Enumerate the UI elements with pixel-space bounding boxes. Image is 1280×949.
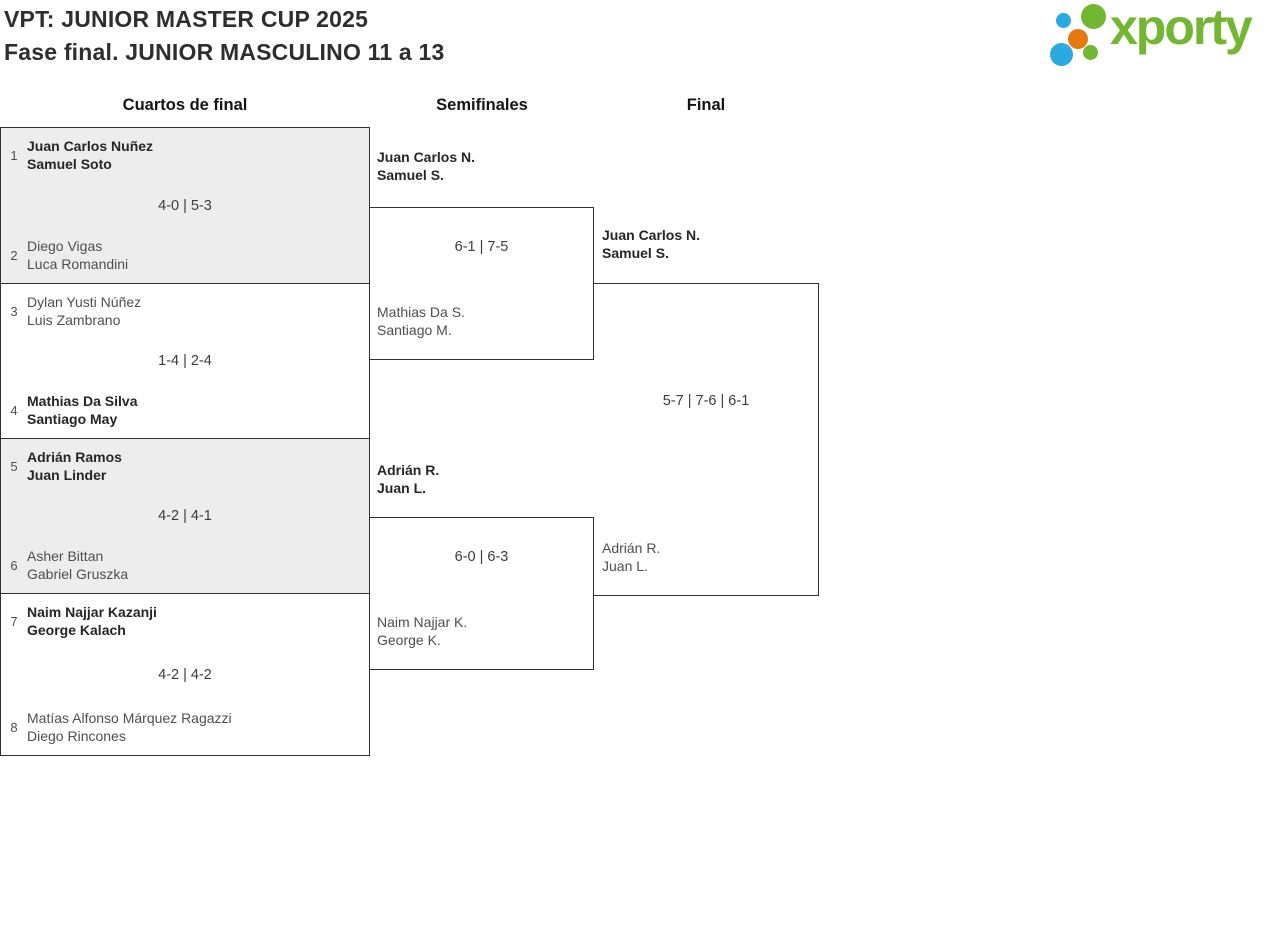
sf1-losing-team: Mathias Da S. Santiago M. xyxy=(377,303,465,339)
quarterfinals-column: 1 Juan Carlos Nuñez Samuel Soto 4-0 | 5-… xyxy=(0,127,370,756)
team-name-line: Naim Najjar Kazanji xyxy=(27,604,157,620)
match-score: 6-1 | 7-5 xyxy=(454,239,509,255)
seed-label: 4 xyxy=(10,402,18,418)
team-name-line: Samuel Soto xyxy=(27,156,112,172)
round-header-semifinales: Semifinales xyxy=(436,96,528,114)
page-title: VPT: JUNIOR MASTER CUP 2025 xyxy=(4,6,369,32)
team-name-line: Juan Linder xyxy=(27,467,107,483)
team-name-line: Mathias Da S. xyxy=(377,304,465,320)
team-name-line: George Kalach xyxy=(27,622,126,638)
team-name-line: Juan Carlos Nuñez xyxy=(27,138,154,154)
qf-match-3[interactable]: 5 Adrián Ramos Juan Linder 4-2 | 4-1 6 A… xyxy=(1,439,369,594)
qf-match-1[interactable]: 1 Juan Carlos Nuñez Samuel Soto 4-0 | 5-… xyxy=(1,128,369,284)
team-name-line: Adrián Ramos xyxy=(27,449,122,465)
team-name-line: Juan Carlos N. xyxy=(602,227,701,243)
qf4-team-bottom: 8 Matías Alfonso Márquez Ragazzi Diego R… xyxy=(1,709,232,745)
final-team-bottom: Adrián R. Juan L. xyxy=(602,539,660,575)
team-name-line: Samuel S. xyxy=(602,245,669,261)
qf-match-2[interactable]: 3 Dylan Yusti Núñez Luis Zambrano 1-4 | … xyxy=(1,284,369,439)
logo-dot-blue-big-icon xyxy=(1050,43,1073,66)
team-names: Diego Vigas Luca Romandini xyxy=(27,237,128,273)
team-names: Adrián Ramos Juan Linder xyxy=(27,448,122,484)
qf2-team-bottom: 4 Mathias Da Silva Santiago May xyxy=(1,392,138,428)
team-names: Juan Carlos Nuñez Samuel Soto xyxy=(27,137,153,173)
team-name-line: Juan L. xyxy=(602,558,648,574)
logo-wordmark: xporty xyxy=(1110,0,1253,55)
seed-label: 2 xyxy=(10,247,18,263)
team-name-line: Samuel S. xyxy=(377,167,444,183)
logo-dot-green-big-icon xyxy=(1081,4,1106,29)
match-score: 4-2 | 4-1 xyxy=(158,508,212,524)
final-score: 5-7 | 7-6 | 6-1 xyxy=(662,393,750,409)
xporty-logo[interactable]: xporty xyxy=(1050,0,1280,72)
team-name-line: Adrián R. xyxy=(377,462,440,478)
match-score: 4-0 | 5-3 xyxy=(158,197,212,214)
sf2-advancing-team: Adrián R. Juan L. xyxy=(377,461,439,497)
round-header-cuartos: Cuartos de final xyxy=(122,96,248,114)
match-score: 6-0 | 6-3 xyxy=(454,549,509,565)
round-header-final: Final xyxy=(686,96,726,114)
match-score: 1-4 | 2-4 xyxy=(158,353,212,369)
team-names: Asher Bittan Gabriel Gruszka xyxy=(27,547,128,583)
match-score: 4-2 | 4-2 xyxy=(158,666,212,683)
team-name-line: Santiago May xyxy=(27,411,118,427)
team-name-line: Dylan Yusti Núñez xyxy=(27,294,142,310)
seed-label: 3 xyxy=(10,303,18,319)
team-name-line: Gabriel Gruszka xyxy=(27,566,129,582)
qf1-team-bottom: 2 Diego Vigas Luca Romandini xyxy=(1,237,128,273)
team-name-line: Diego Vigas xyxy=(27,238,103,254)
team-name-line: Luca Romandini xyxy=(27,256,129,272)
team-name-line: Asher Bittan xyxy=(27,548,104,564)
team-name-line: Naim Najjar K. xyxy=(377,614,468,630)
team-name-line: Matías Alfonso Márquez Ragazzi xyxy=(27,710,232,726)
logo-dot-orange-icon xyxy=(1068,29,1088,49)
seed-label: 7 xyxy=(10,613,18,629)
qf3-team-top: 5 Adrián Ramos Juan Linder xyxy=(1,448,122,484)
page-header: VPT: JUNIOR MASTER CUP 2025 Fase final. … xyxy=(4,3,445,69)
logo-dot-blue-small-icon xyxy=(1056,13,1071,28)
seed-label: 5 xyxy=(10,458,18,474)
logo-dot-green-small-icon xyxy=(1083,45,1098,60)
team-name-line: Mathias Da Silva xyxy=(27,393,138,409)
qf2-team-top: 3 Dylan Yusti Núñez Luis Zambrano xyxy=(1,293,141,329)
qf1-team-top: 1 Juan Carlos Nuñez Samuel Soto xyxy=(1,137,153,173)
qf4-team-top: 7 Naim Najjar Kazanji George Kalach xyxy=(1,603,157,639)
final-team-top: Juan Carlos N. Samuel S. xyxy=(602,226,700,262)
sf1-advancing-team: Juan Carlos N. Samuel S. xyxy=(377,148,475,184)
team-name-line: Diego Rincones xyxy=(27,728,126,744)
team-names: Matías Alfonso Márquez Ragazzi Diego Rin… xyxy=(27,709,232,745)
team-name-line: Luis Zambrano xyxy=(27,312,121,328)
team-names: Dylan Yusti Núñez Luis Zambrano xyxy=(27,293,141,329)
team-name-line: George K. xyxy=(377,632,441,648)
team-names: Naim Najjar Kazanji George Kalach xyxy=(27,603,157,639)
page-subtitle: Fase final. JUNIOR MASCULINO 11 a 13 xyxy=(4,39,445,65)
team-name-line: Juan L. xyxy=(377,480,427,496)
qf-match-4[interactable]: 7 Naim Najjar Kazanji George Kalach 4-2 … xyxy=(1,594,369,755)
qf3-team-bottom: 6 Asher Bittan Gabriel Gruszka xyxy=(1,547,128,583)
seed-label: 1 xyxy=(10,147,18,163)
sf-match-2[interactable]: 6-0 | 6-3 Naim Najjar K. George K. xyxy=(369,517,594,670)
seed-label: 6 xyxy=(10,557,18,573)
team-name-line: Juan Carlos N. xyxy=(377,149,476,165)
final-match[interactable] xyxy=(593,283,819,596)
team-name-line: Santiago M. xyxy=(377,322,452,338)
sf2-losing-team: Naim Najjar K. George K. xyxy=(377,613,467,649)
team-name-line: Adrián R. xyxy=(602,540,661,556)
seed-label: 8 xyxy=(10,719,18,735)
team-names: Mathias Da Silva Santiago May xyxy=(27,392,138,428)
sf-match-1[interactable]: 6-1 | 7-5 Mathias Da S. Santiago M. xyxy=(369,207,594,360)
